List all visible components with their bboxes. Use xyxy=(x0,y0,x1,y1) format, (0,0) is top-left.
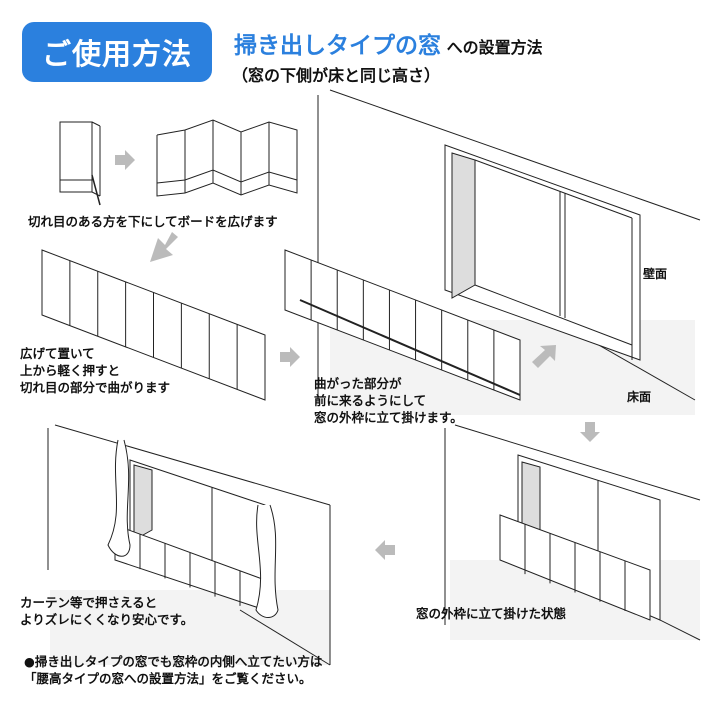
caption-line: 窓の外枠に立て掛けます。 xyxy=(314,410,463,425)
caption-line: 前に来るようにして xyxy=(314,393,427,408)
note-line: ●掃き出しタイプの窓でも窓枠の内側へ立てたい方は xyxy=(24,654,323,669)
page-subtitle: （窓の下側が床と同じ高さ） xyxy=(232,66,441,85)
step3-caption: 曲がった部分が 前に来るようにして 窓の外枠に立て掛けます。 xyxy=(314,375,463,426)
arrow-up-right-icon xyxy=(532,345,556,368)
note: ●掃き出しタイプの窓でも窓枠の内側へ立てたい方は 「腰高タイプの窓への設置方法」… xyxy=(24,653,322,687)
wall-label: 壁面 xyxy=(643,267,668,281)
arrow-down-icon xyxy=(580,422,600,442)
bent-boards-illustration xyxy=(284,249,521,401)
caption-line: 広げて置いて xyxy=(20,346,95,361)
step5-caption: カーテン等で押さえると よりズレにくくなり安心です。 xyxy=(20,594,193,628)
arrow-right-icon xyxy=(115,150,135,170)
caption-line: 曲がった部分が xyxy=(314,376,402,391)
caption-line: カーテン等で押さえると xyxy=(20,595,158,610)
unfolded-board-illustration xyxy=(156,119,298,197)
arrow-right-icon xyxy=(280,347,300,367)
wall-window-illustration xyxy=(317,89,701,401)
curtain-state-illustration xyxy=(47,424,331,666)
caption-line: 切れ目の部分で曲がります xyxy=(20,380,171,395)
installed-state-illustration xyxy=(444,424,701,641)
step1-caption: 切れ目のある方を下にしてボードを広げます xyxy=(28,214,278,229)
caption-line: よりズレにくくなり安心です。 xyxy=(20,612,194,627)
title-highlight: 掃き出しタイプの窓 xyxy=(234,33,441,59)
folded-board-illustration xyxy=(59,121,101,206)
note-line: 「腰高タイプの窓への設置方法」をご覧ください。 xyxy=(24,671,312,686)
arrow-down-left-icon xyxy=(150,232,178,262)
floor-label: 床面 xyxy=(627,390,652,404)
arrow-left-icon xyxy=(375,540,395,560)
step2-caption: 広げて置いて 上から軽く押すと 切れ目の部分で曲がります xyxy=(20,345,170,396)
title-rest: への設置方法 xyxy=(446,38,543,57)
step4-caption: 窓の外枠に立て掛けた状態 xyxy=(416,606,567,621)
usage-badge: ご使用方法 xyxy=(22,22,212,82)
flat-boards-illustration xyxy=(41,249,266,401)
caption-line: 上から軽く押すと xyxy=(20,363,121,378)
page-title: 掃き出しタイプの窓 への設置方法 xyxy=(234,26,543,60)
